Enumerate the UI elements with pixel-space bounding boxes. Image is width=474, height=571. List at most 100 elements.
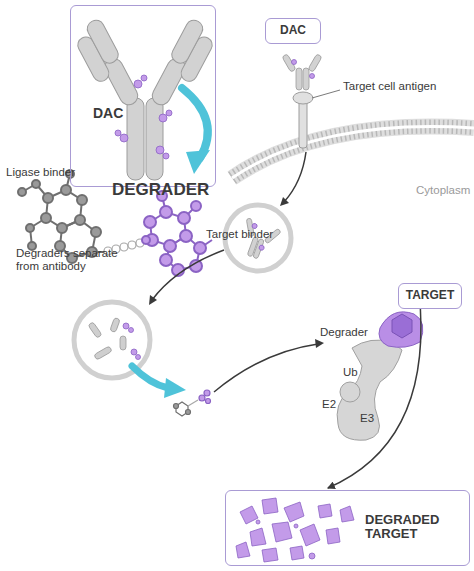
flow-arrow — [280, 197, 289, 206]
flow-arrow — [214, 339, 324, 392]
cell-membrane — [232, 127, 474, 178]
small-antibody — [308, 54, 322, 73]
degraded-fragments — [340, 506, 354, 522]
endosome — [136, 355, 141, 360]
degraded-fragments — [256, 520, 260, 524]
antigen-receptor — [293, 92, 313, 148]
label-box: DAC — [265, 18, 321, 44]
node-text: DAC — [93, 106, 123, 121]
result-box: DEGRADED TARGET — [225, 490, 470, 566]
degrader-target-binding — [379, 312, 423, 347]
target-binder-molecule — [178, 212, 190, 224]
target-binder-molecule — [191, 201, 201, 211]
small-antibody — [282, 54, 322, 90]
degraded-fragments — [272, 522, 292, 542]
antigen-receptor — [293, 92, 313, 104]
endosome — [253, 238, 265, 259]
ligase-binder-molecule — [26, 224, 34, 232]
degraded-fragments — [240, 506, 258, 524]
target-binder-molecule — [180, 230, 192, 242]
flow-arrow — [149, 295, 157, 305]
ligase-binder-molecule — [18, 188, 26, 196]
ligase-binder-molecule — [57, 223, 67, 233]
payload — [115, 130, 121, 136]
flow-arrow — [284, 152, 306, 202]
endosome — [123, 323, 129, 329]
part-label: Target binder — [206, 228, 273, 241]
antibody — [146, 98, 163, 180]
endosome — [123, 323, 141, 360]
released-degrader — [188, 400, 198, 406]
endosome — [129, 328, 134, 333]
part-label: Degrader — [320, 326, 368, 339]
released-degrader — [204, 390, 210, 396]
released-degrader — [199, 395, 205, 401]
payload — [163, 153, 169, 159]
cell-membrane — [232, 127, 474, 178]
endosome — [88, 322, 102, 339]
part-heading: DEGRADER — [112, 180, 209, 200]
antibody — [84, 17, 121, 66]
flow-arrow — [152, 250, 224, 300]
small-antibody — [282, 54, 296, 73]
part-label: Cytoplasm — [416, 184, 470, 197]
antibody — [70, 17, 219, 180]
degraded-fragments — [250, 528, 266, 546]
released-degrader — [174, 404, 179, 409]
flow-arrow — [315, 339, 324, 348]
antibody — [147, 17, 219, 114]
small-antibody — [303, 68, 309, 90]
part-label: Target cell antigen — [343, 80, 436, 93]
flow-arrow — [132, 366, 186, 398]
flow-arrow — [182, 88, 208, 158]
small-antibody — [296, 68, 302, 90]
antibody — [169, 17, 206, 66]
flow-arrow — [280, 152, 306, 206]
payload — [166, 110, 172, 116]
endosome — [88, 317, 126, 360]
payload — [134, 80, 142, 88]
flow-connector — [328, 309, 421, 488]
antigen-receptor — [299, 100, 307, 148]
degraded-fragments — [236, 542, 250, 558]
linker — [120, 243, 128, 251]
illustration-box: DAC — [70, 5, 216, 187]
label-box: TARGET — [398, 283, 462, 309]
e3-ligase — [337, 340, 402, 440]
leader-line — [312, 90, 340, 98]
flow-arrow — [186, 150, 210, 174]
target-binder-molecule — [194, 242, 206, 254]
endosome — [235, 217, 282, 264]
endosome — [74, 302, 150, 378]
e3-ligase — [337, 340, 402, 440]
linker — [128, 241, 136, 249]
ligase-binder-molecule — [41, 213, 51, 223]
target-binder-molecule — [164, 240, 176, 252]
degraded-fragments — [294, 524, 298, 528]
node-text: DEGRADED TARGET — [365, 513, 455, 542]
e3-ligase — [340, 382, 360, 402]
antibody — [127, 98, 144, 180]
payload — [156, 146, 164, 154]
degraded-fragments — [326, 528, 340, 544]
flow-arrow — [164, 378, 186, 398]
target-binder-molecule — [144, 216, 156, 228]
part-label: Degraders separate from antibody — [16, 247, 141, 273]
degraded-fragments — [309, 553, 315, 559]
ligase-binder-molecule — [75, 215, 85, 225]
payload — [120, 134, 128, 142]
degraded-fragments — [262, 498, 278, 514]
antibody — [70, 17, 142, 114]
endosome — [74, 302, 150, 378]
degraded-fragments — [318, 504, 332, 518]
endosome — [120, 336, 126, 350]
degraded-fragments — [284, 502, 304, 522]
part-label: E3 — [360, 412, 374, 425]
node-text: DAC — [266, 24, 320, 37]
released-degrader — [206, 399, 211, 404]
released-degrader — [186, 410, 191, 415]
part-label: Ligase binder — [6, 166, 75, 179]
endosome — [258, 244, 264, 250]
flow-arrow — [214, 344, 318, 392]
payload — [159, 114, 167, 122]
